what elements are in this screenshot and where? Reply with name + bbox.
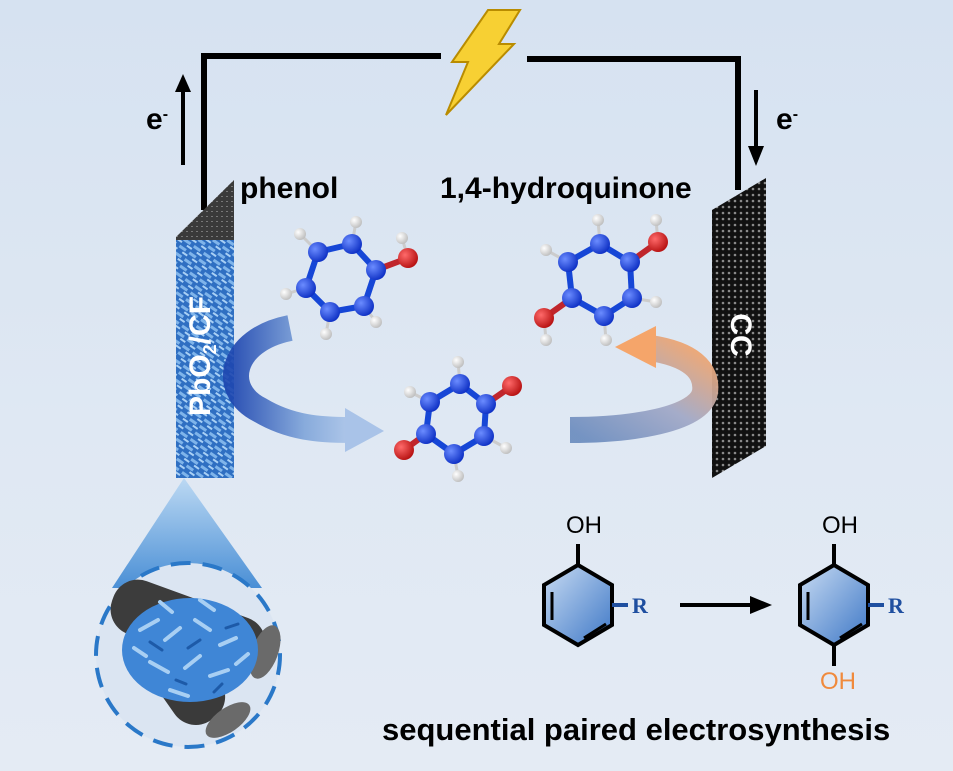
cathode-carbon-cloth	[712, 178, 766, 478]
electron-arrowhead-down	[748, 146, 764, 166]
reactant-oh-label: OH	[566, 512, 602, 539]
product-ring	[798, 544, 884, 666]
zoom-cone	[112, 478, 262, 588]
anode-pbo2-cf	[176, 240, 234, 478]
circuit-wire-left	[201, 53, 441, 210]
reactant-r-label: R	[632, 593, 648, 618]
hydroquinone-molecule	[534, 214, 668, 346]
oxidation-arrowhead	[345, 408, 384, 452]
phenol-molecule	[280, 216, 418, 340]
circuit-wire-right	[527, 56, 741, 190]
caption: sequential paired electrosynthesis	[382, 712, 891, 747]
reduction-arrow	[569, 335, 719, 443]
reactant-ring	[542, 544, 628, 648]
product-oh-top-label: OH	[822, 512, 858, 539]
electron-label-left: e-	[146, 103, 169, 136]
benzoquinone-molecule	[394, 356, 522, 482]
oxidation-arrow	[223, 315, 351, 443]
cathode-label: CC	[724, 313, 757, 357]
fiber-closeup	[110, 579, 281, 738]
anode-label: PbO2/CF	[184, 296, 220, 417]
phenol-label: phenol	[240, 172, 339, 205]
hydroquinone-label: 1,4-hydroquinone	[440, 172, 692, 205]
anode-top-bevel	[176, 182, 234, 240]
lightning-bolt-icon	[445, 9, 522, 116]
reduction-arrowhead	[615, 326, 656, 368]
product-oh-bottom-label: OH	[820, 668, 856, 695]
electron-arrowhead-up	[175, 74, 191, 92]
reaction-arrowhead	[750, 596, 772, 614]
product-r-label: R	[888, 593, 904, 618]
electron-label-right: e-	[776, 103, 799, 136]
